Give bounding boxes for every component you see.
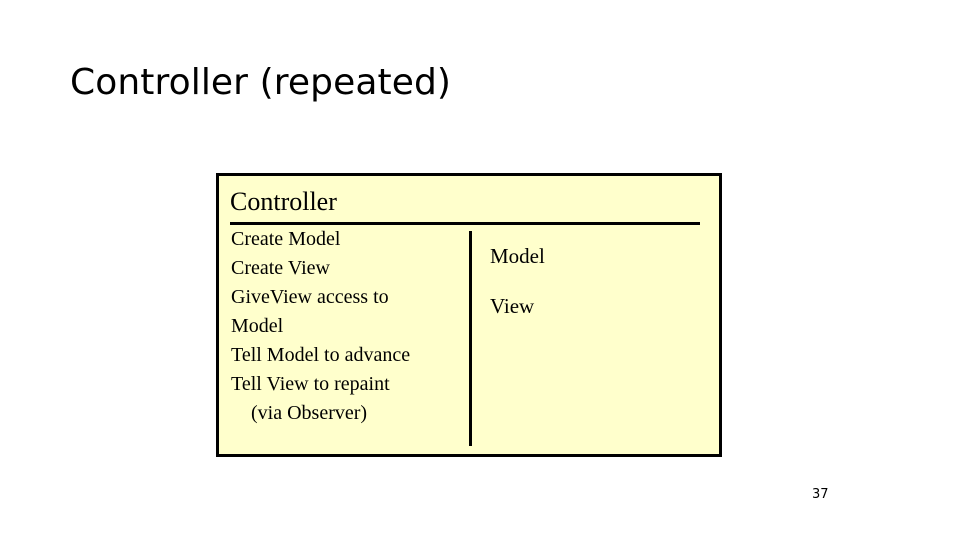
uml-header-divider-line xyxy=(230,222,700,225)
uml-column-divider-line xyxy=(469,231,472,446)
uml-operations-column: Create Model Create View GiveView access… xyxy=(231,225,467,428)
list-item: Tell Model to advance xyxy=(231,344,411,366)
list-item: Create Model xyxy=(231,228,341,250)
uml-class-box: Controller Create Model Create View Give… xyxy=(216,173,722,457)
list-item: Model xyxy=(490,244,545,268)
list-item: Create View xyxy=(231,257,330,279)
list-item: (via Observer) xyxy=(251,402,368,424)
page-number: 37 xyxy=(812,487,829,502)
list-item: Tell View to repaint xyxy=(231,373,390,395)
uml-class-name: Controller xyxy=(230,187,337,216)
list-item: Model xyxy=(231,315,284,337)
uml-references-column: Model View xyxy=(490,231,710,331)
list-item: View xyxy=(490,294,535,318)
page-title: Controller (repeated) xyxy=(70,62,452,103)
uml-class-header: Controller xyxy=(230,187,700,225)
list-item: GiveView access to xyxy=(231,286,389,308)
uml-class-body: Create Model Create View GiveView access… xyxy=(219,225,719,454)
